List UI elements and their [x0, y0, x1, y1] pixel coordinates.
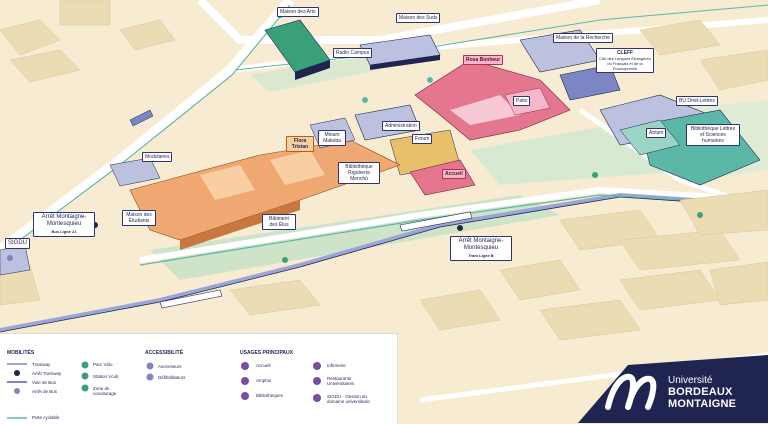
tram-rail [0, 196, 768, 333]
lawn-north [250, 55, 380, 92]
label-arret-bus[interactable]: Arrêt Montaigne-Montesquieu Bus Ligne 21 [33, 212, 95, 237]
road-west [0, 0, 294, 254]
surrounding-buildings [0, 0, 768, 341]
label-rosa-bonheur[interactable]: Rosa Bonheur [463, 55, 504, 65]
legend-amphis: Amphis [256, 378, 272, 383]
tram-vehicle [159, 211, 473, 309]
legend-mobility-symbols [7, 363, 27, 419]
logo-background [578, 355, 768, 423]
legend-voie-bus: Voie de Bus [32, 380, 57, 385]
label-patio[interactable]: Patio [513, 96, 531, 106]
label-sigdu[interactable]: SIGDU [5, 238, 31, 249]
legend-infirmerie: Infirmerie [327, 363, 346, 368]
legend-parc-velo: Parc Vélo [93, 362, 113, 367]
label-atrium[interactable]: Atrium [646, 128, 667, 138]
label-cleff-subtitle: Cité des Langues Étrangères du Français … [599, 56, 651, 71]
legend-sigdu: SIGDU - Gestion du domaine universitaire [327, 394, 370, 404]
label-maison-recherche[interactable]: Maison de la Recherche [553, 33, 613, 43]
map-legend: MOBILITÉS Tramway Arrêt Tramway Voie de … [0, 333, 398, 424]
building-maison-arts[interactable] [264, 19, 331, 80]
label-maison-etudiants[interactable]: Maison des Étudiants [122, 210, 156, 226]
logo-line-1: Université [668, 375, 713, 386]
legend-piste-cyclable: Piste cyclable [32, 415, 60, 420]
label-administration[interactable]: Administration [382, 121, 420, 131]
label-batiment-elus[interactable]: Bâtiment des Élus [262, 214, 296, 230]
label-modulaires[interactable]: Modulaires [142, 152, 173, 162]
legend-velo-symbols [81, 361, 89, 392]
label-cleff[interactable]: CLEFF Cité des Langues Étrangères du Fra… [596, 48, 654, 73]
legend-usages-title: USAGES PRINCIPAUX [240, 350, 293, 356]
legend-accessibilite-title: ACCESSIBILITÉ [145, 350, 184, 356]
building-modulaires[interactable] [109, 157, 161, 187]
legend-tramway: Tramway [32, 362, 51, 367]
legend-zone-covoiturage: Zone de covoiturage [93, 386, 117, 396]
legend-arret-tramway: Arrêt Tramway [32, 371, 62, 376]
ubm-logo: Université BORDEAUX MONTAIGNE [568, 345, 768, 423]
logo-line-2: BORDEAUX [668, 386, 733, 398]
building-cleff[interactable] [559, 64, 621, 101]
label-forum[interactable]: Forum [412, 134, 433, 144]
label-minam-makeba[interactable]: Minam Makeba [318, 130, 346, 146]
label-arret-tram-title: Arrêt Montaigne-Montesquieu [458, 238, 504, 251]
legend-defibrillateurs: Défibrillateurs [158, 375, 186, 380]
building-rosa-bonheur[interactable] [414, 59, 571, 141]
legend-station-vcub: Station Vcub [93, 374, 119, 379]
legend-mobilites-title: MOBILITÉS [7, 350, 35, 356]
legend-access-symbols [146, 362, 154, 381]
label-radio-campus[interactable]: Radio Campus [333, 48, 373, 58]
label-arret-tram-line: Tram Ligne B [468, 253, 494, 258]
cycle-path-west [0, 4, 291, 256]
legend-usage-symbols-right [313, 362, 321, 402]
legend-arret-bus: Arrêt de Bus [32, 389, 58, 394]
label-maison-arts[interactable]: Maison des Arts [277, 7, 319, 17]
building-sigdu[interactable] [0, 244, 31, 276]
label-cleff-title: CLEFF [616, 50, 634, 56]
legend-accueil: Accueil [256, 363, 271, 368]
label-arret-bus-line: Bus Ligne 21 [51, 229, 77, 234]
label-arret-tram[interactable]: Arrêt Montaigne-Montesquieu Tram Ligne B [450, 236, 512, 261]
legend-bibliotheques: Bibliothèques [256, 393, 284, 398]
label-flora-tristan[interactable]: Flora Tristan [286, 136, 314, 152]
building-orange-complex[interactable] [129, 139, 401, 250]
label-bib-lettres[interactable]: Bibliothèque Lettres et Sciences humaine… [686, 124, 740, 146]
building-maison-suds[interactable] [359, 34, 441, 70]
label-bib-rigoberta[interactable]: Bibliothèque Rigoberta Menchú [338, 162, 380, 184]
label-accueil[interactable]: Accueil [442, 169, 466, 179]
label-arret-bus-title: Arrêt Montaigne-Montesquieu [41, 214, 87, 227]
legend-restaurants: Restaurants Universitaires [327, 376, 355, 386]
legend-usage-symbols-left [241, 362, 249, 400]
logo-line-3: MONTAIGNE [668, 398, 737, 410]
legend-ascenseurs: Ascenseurs [158, 364, 182, 369]
road-south [139, 186, 768, 263]
bus-vehicle [129, 109, 154, 127]
label-bu-droit-lettres[interactable]: BU Droit-Lettres [676, 96, 718, 106]
tram-line [0, 192, 768, 332]
label-maison-suds[interactable]: Maison des Suds [396, 13, 441, 23]
